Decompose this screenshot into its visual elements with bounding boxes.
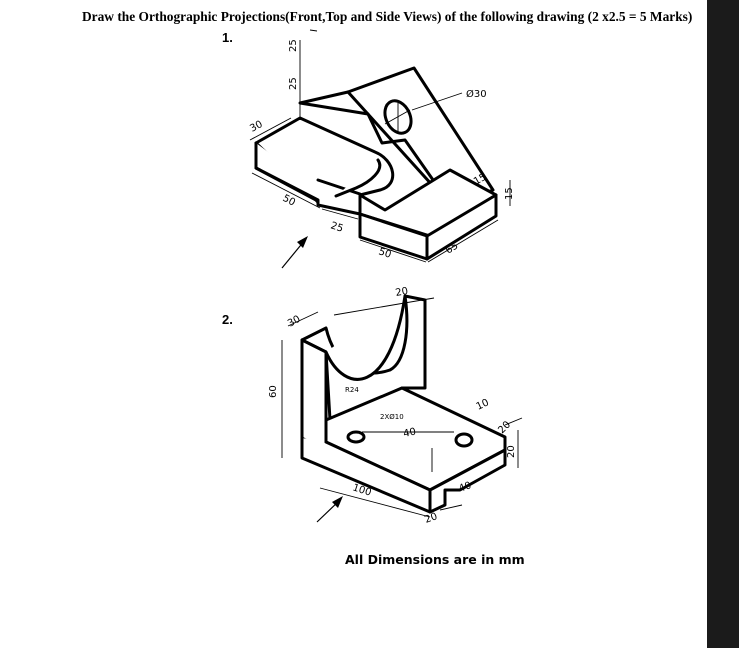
- dim-hole-30: Ø30: [466, 88, 487, 100]
- question-1-number: 1.: [222, 30, 233, 45]
- dim-25-lower: 25: [288, 77, 299, 90]
- dim-20-top: 20: [395, 286, 409, 299]
- question-2-number: 2.: [222, 312, 233, 327]
- instruction-heading: Draw the Orthographic Projections(Front,…: [82, 9, 693, 24]
- dim-15-b: 15: [504, 187, 515, 200]
- dim-50-front: 50: [377, 246, 393, 260]
- units-note: All Dimensions are in mm: [345, 552, 525, 567]
- dim-radius-24: R24: [345, 386, 359, 394]
- dim-40-slot: 40: [457, 480, 473, 495]
- dim-40-holes: 40: [402, 427, 417, 440]
- dim-20-right-b: 20: [506, 445, 517, 458]
- dim-60: 60: [268, 385, 279, 398]
- dim-30: 30: [286, 314, 303, 330]
- dim-2x-holes: 2XØ10: [380, 413, 404, 421]
- dim-25-slot: 25: [329, 220, 345, 234]
- dim-25-upper: 25: [288, 39, 299, 52]
- dim-50-left: 50: [281, 193, 297, 209]
- dim-10: 10: [475, 397, 491, 412]
- dim-20-bottom: 20: [423, 511, 439, 526]
- dark-side-strip: [707, 0, 739, 648]
- dim-30: 30: [248, 119, 264, 135]
